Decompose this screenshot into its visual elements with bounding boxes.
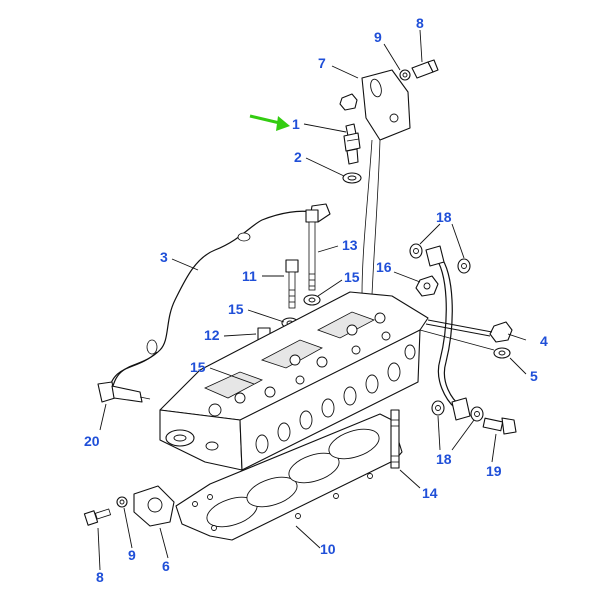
callout-15-mid[interactable]: 15 xyxy=(228,301,244,317)
callout-8-bottom[interactable]: 8 xyxy=(96,569,104,585)
banjo-bolt-4[interactable] xyxy=(425,319,513,343)
cylinder-head[interactable] xyxy=(159,291,429,471)
oil-feed-pipe[interactable] xyxy=(425,245,471,421)
pipe-washer-18b[interactable] xyxy=(457,258,471,274)
pointer-arrow-icon xyxy=(249,114,290,131)
washer-15a[interactable] xyxy=(303,294,321,306)
pipe-washer-18d[interactable] xyxy=(470,406,484,422)
cover-washer[interactable] xyxy=(116,496,128,508)
callout-19[interactable]: 19 xyxy=(486,463,502,479)
pipe-washer-18a[interactable] xyxy=(409,243,423,259)
banjo-bolt-19[interactable] xyxy=(482,417,517,435)
callout-15-low[interactable]: 15 xyxy=(190,359,206,375)
banjo-washer-5[interactable] xyxy=(419,329,511,359)
callout-15-top[interactable]: 15 xyxy=(344,269,360,285)
head-stud[interactable] xyxy=(390,409,400,469)
callout-16[interactable]: 16 xyxy=(376,259,392,275)
callout-1[interactable]: 1 xyxy=(292,116,300,132)
callout-13[interactable]: 13 xyxy=(342,237,358,253)
callout-8-top[interactable]: 8 xyxy=(416,15,424,31)
leader-lines xyxy=(97,29,527,571)
callout-18-top[interactable]: 18 xyxy=(436,209,452,225)
callout-11[interactable]: 11 xyxy=(242,268,257,284)
harness-sensor[interactable] xyxy=(97,381,151,403)
callout-4[interactable]: 4 xyxy=(540,333,548,349)
pipe-washer-18c[interactable] xyxy=(431,400,445,416)
bracket-bolt[interactable] xyxy=(411,59,439,79)
callout-3[interactable]: 3 xyxy=(160,249,168,265)
head-bolt-11[interactable] xyxy=(285,259,299,309)
callout-2[interactable]: 2 xyxy=(294,149,302,165)
cover-bolt[interactable] xyxy=(83,508,112,526)
lifting-bracket[interactable] xyxy=(361,69,411,296)
callout-10[interactable]: 10 xyxy=(320,541,336,557)
sensor-washer[interactable] xyxy=(342,172,362,184)
callout-7[interactable]: 7 xyxy=(318,55,326,71)
callout-9-bottom[interactable]: 9 xyxy=(128,547,136,563)
head-bolt-13[interactable] xyxy=(305,209,319,291)
cover-plate[interactable] xyxy=(133,485,175,527)
callout-14[interactable]: 14 xyxy=(422,485,438,501)
callout-9-top[interactable]: 9 xyxy=(374,29,382,45)
bracket-washer[interactable] xyxy=(399,69,411,81)
callout-12[interactable]: 12 xyxy=(204,327,220,343)
callouts: 1 2 3 4 5 6 7 8 8 9 9 10 11 12 13 14 15 … xyxy=(84,15,548,585)
callout-5[interactable]: 5 xyxy=(530,368,538,384)
callout-6[interactable]: 6 xyxy=(162,558,170,574)
temperature-sensor[interactable] xyxy=(343,123,361,165)
bracket-nut[interactable] xyxy=(339,93,358,111)
pipe-nut-16[interactable] xyxy=(415,275,439,297)
callout-20[interactable]: 20 xyxy=(84,433,100,449)
callout-18-bottom[interactable]: 18 xyxy=(436,451,452,467)
